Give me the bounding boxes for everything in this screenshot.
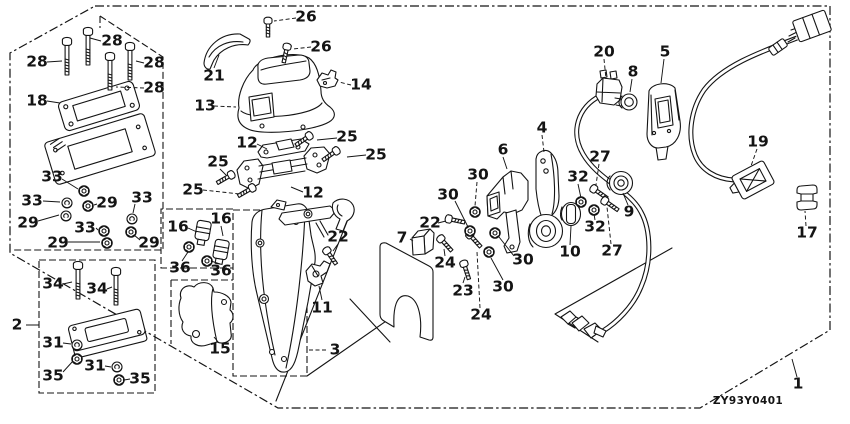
callout-33: 33 (41, 168, 63, 186)
callout-8: 8 (628, 63, 639, 81)
callout-19: 19 (747, 133, 769, 151)
callout-7: 7 (397, 229, 408, 247)
callout-25: 25 (182, 181, 204, 199)
callout-33: 33 (74, 219, 96, 237)
part-2-spacer-group (68, 260, 148, 386)
callout-6: 6 (498, 141, 509, 159)
callout-1: 1 (793, 375, 804, 393)
part-28-bolts (61, 26, 136, 91)
callout-28: 28 (101, 32, 123, 50)
callout-25: 25 (207, 153, 229, 171)
part-4-lever-arm (527, 150, 564, 249)
callout-25: 25 (336, 128, 358, 146)
outer-dashed-border (9, 5, 831, 409)
part-14-clip (316, 69, 339, 89)
callout-5: 5 (660, 43, 671, 61)
callout-12: 12 (236, 134, 258, 152)
callout-18: 18 (26, 92, 48, 110)
callout-23: 23 (452, 282, 474, 300)
part-7-block (411, 228, 435, 256)
callout-29: 29 (17, 214, 39, 232)
part-15-cover (178, 282, 234, 347)
callout-20: 20 (593, 43, 615, 61)
callout-22: 22 (419, 214, 441, 232)
callout-30: 30 (492, 278, 514, 296)
callout-30: 30 (467, 166, 489, 184)
callout-12: 12 (302, 184, 324, 202)
callout-4: 4 (537, 119, 548, 137)
callout-24: 24 (470, 306, 492, 324)
box-spacer-group-2 (38, 259, 156, 394)
harness-cable (574, 93, 652, 334)
callout-30: 30 (512, 251, 534, 269)
callout-11: 11 (311, 299, 333, 317)
callout-15: 15 (209, 340, 231, 358)
callout-28: 28 (143, 54, 165, 72)
callout-13: 13 (194, 97, 216, 115)
harness-plug-cluster (560, 310, 607, 339)
callout-32: 32 (584, 218, 606, 236)
part-9-grommet (606, 170, 634, 196)
callout-17: 17 (796, 224, 818, 242)
part-17-clip (796, 184, 818, 211)
callout-10: 10 (559, 243, 581, 261)
part-20-connector (595, 69, 623, 106)
callout-28: 28 (26, 53, 48, 71)
part-21-cover-band (203, 33, 251, 70)
callout-29: 29 (138, 234, 160, 252)
callout-36: 36 (169, 259, 191, 277)
part-11-clamp (305, 260, 331, 287)
callout-9: 9 (624, 203, 635, 221)
callout-33: 33 (21, 192, 43, 210)
part-19-connector (729, 160, 775, 200)
box-mount-hardware (12, 15, 164, 251)
box-cover-15 (170, 279, 233, 344)
callout-34: 34 (86, 280, 108, 298)
callout-32: 32 (567, 168, 589, 186)
callout-33: 33 (131, 189, 153, 207)
part-12-brackets (236, 138, 331, 190)
cable-top-connector (768, 9, 832, 56)
callout-29: 29 (47, 234, 69, 252)
part-13-housing (237, 54, 335, 133)
part-5-switch-housing (646, 83, 681, 161)
callout-21: 21 (203, 67, 225, 85)
callout-2: 2 (12, 316, 23, 334)
part-10-bushing (559, 201, 582, 227)
leader-lines (26, 17, 807, 381)
callout-29: 29 (96, 194, 118, 212)
callout-16: 16 (167, 218, 189, 236)
callout-36: 36 (210, 262, 232, 280)
box-switch-group-16 (160, 208, 233, 269)
callout-16: 16 (210, 210, 232, 228)
part-6-lever-mount (486, 170, 529, 254)
callout-14: 14 (350, 76, 372, 94)
part-8-grommet (614, 93, 638, 111)
callout-31: 31 (84, 357, 106, 375)
indicator-cable (688, 35, 798, 183)
callout-22: 22 (327, 228, 349, 246)
callout-35: 35 (42, 367, 64, 385)
callout-30: 30 (437, 186, 459, 204)
diagram-code: ZY93Y0401 (713, 395, 783, 407)
part-template-sheet (379, 242, 434, 341)
callout-24: 24 (434, 254, 456, 272)
callout-31: 31 (42, 334, 64, 352)
callout-25: 25 (365, 146, 387, 164)
callout-26: 26 (310, 38, 332, 56)
callout-27: 27 (601, 242, 623, 260)
callout-28: 28 (143, 79, 165, 97)
callout-3: 3 (330, 341, 341, 359)
callout-26: 26 (295, 8, 317, 26)
callout-27: 27 (589, 148, 611, 166)
callout-35: 35 (129, 370, 151, 388)
part-3-bracket (250, 198, 355, 373)
callout-34: 34 (42, 275, 64, 293)
